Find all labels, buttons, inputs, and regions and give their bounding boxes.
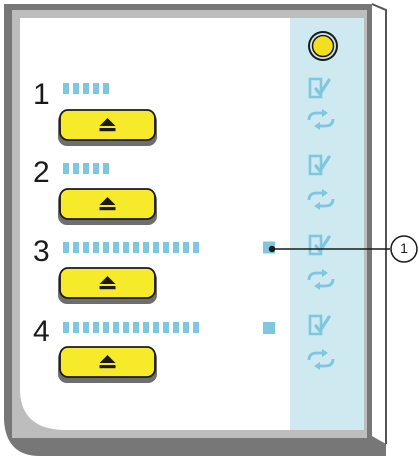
indicator-segment [183, 322, 189, 333]
indicator-segment [63, 83, 69, 94]
indicator-segment [123, 322, 129, 333]
indicator-segment [103, 322, 109, 333]
indicator-segment [63, 242, 69, 253]
indicator-segment [93, 242, 99, 253]
indicator-segment [93, 163, 99, 174]
indicator-segment [133, 322, 139, 333]
slot-3 [58, 241, 275, 304]
refresh-arrows-icon [307, 349, 335, 370]
indicator-segment [103, 163, 109, 174]
eject-icon [99, 355, 116, 369]
document-check-icon [308, 234, 331, 256]
indicator-segment [73, 322, 79, 333]
panel-bezel-edge [371, 3, 387, 444]
indicator-segment [183, 242, 189, 253]
indicator-segment [83, 242, 89, 253]
indicator-segment [63, 322, 69, 333]
slot-2-status-icons [307, 154, 335, 210]
document-check-icon [308, 154, 331, 176]
fill-level-indicator [63, 163, 109, 174]
eject-button[interactable] [58, 346, 157, 383]
indicator-segment [73, 163, 79, 174]
indicator-segment [153, 322, 159, 333]
callout-circle [390, 235, 418, 263]
indicator-segment [263, 322, 275, 334]
slot-1 [58, 83, 157, 146]
slot-number-label: 2 [33, 156, 50, 189]
indicator-segment [193, 242, 199, 253]
indicator-segment [153, 242, 159, 253]
document-check-icon [308, 314, 331, 336]
indicator-segment [103, 242, 109, 253]
indicator-segment [173, 242, 179, 253]
indicator-segment [193, 322, 199, 333]
indicator-segment [143, 322, 149, 333]
indicator-segment [173, 322, 179, 333]
callout-label: 1 [400, 240, 408, 256]
indicator-segment [83, 322, 89, 333]
status-led-icon [308, 31, 338, 61]
slot-4-status-icons [307, 314, 335, 370]
indicator-segment [113, 242, 119, 253]
indicator-segment [123, 242, 129, 253]
indicator-segment [73, 83, 79, 94]
fill-level-indicator [63, 241, 275, 254]
eject-button[interactable] [58, 109, 157, 146]
indicator-segment [83, 163, 89, 174]
status-strip [290, 18, 364, 430]
indicator-segment [133, 242, 139, 253]
eject-button[interactable] [58, 267, 157, 304]
indicator-segment [103, 83, 109, 94]
indicator-segment [163, 242, 169, 253]
fill-level-indicator [63, 322, 275, 334]
indicator-segment [93, 83, 99, 94]
eject-icon [99, 276, 116, 290]
document-check-icon [308, 77, 331, 99]
indicator-segment [83, 83, 89, 94]
eject-button[interactable] [58, 188, 157, 225]
eject-icon [99, 118, 116, 132]
slot-number-label: 3 [33, 235, 50, 268]
slot-4 [58, 322, 275, 383]
indicator-segment [143, 242, 149, 253]
indicator-segment [93, 322, 99, 333]
slot-number-label: 1 [33, 78, 50, 111]
slot-1-status-icons [307, 77, 335, 130]
eject-icon [99, 197, 116, 211]
slot-3-status-icons [307, 234, 335, 290]
indicator-segment [113, 322, 119, 333]
refresh-arrows-icon [307, 109, 335, 130]
slot-number-label: 4 [33, 315, 50, 348]
indicator-segment [163, 322, 169, 333]
indicator-segment [63, 163, 69, 174]
refresh-arrows-icon [307, 189, 335, 210]
indicator-segment [73, 242, 79, 253]
slot-2 [58, 163, 157, 225]
refresh-arrows-icon [307, 269, 335, 290]
fill-level-indicator [63, 83, 109, 94]
callout-dot [268, 245, 276, 253]
